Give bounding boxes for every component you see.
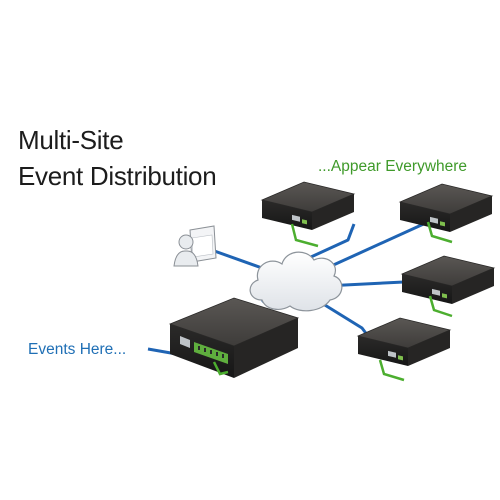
event-device-top-left <box>261 181 355 248</box>
event-device-main <box>168 297 300 378</box>
user-workstation-icon <box>173 225 217 267</box>
appear-everywhere-label: ...Appear Everywhere <box>318 158 468 175</box>
event-device-bottom-right <box>357 317 451 382</box>
event-device-mid-right <box>401 255 495 318</box>
title-line-1: Multi-Site <box>18 125 124 155</box>
title-line-2: Event Distribution <box>18 161 217 191</box>
cloud-icon <box>249 251 343 312</box>
link-cloud-bottom-right <box>319 300 370 337</box>
diagram-title: Multi-Site Event Distribution <box>18 122 217 194</box>
link-cloud-top-left <box>299 223 356 264</box>
link-cloud-top-right <box>317 220 429 274</box>
events-here-label: Events Here... <box>28 341 127 358</box>
event-device-top-right <box>399 183 493 244</box>
